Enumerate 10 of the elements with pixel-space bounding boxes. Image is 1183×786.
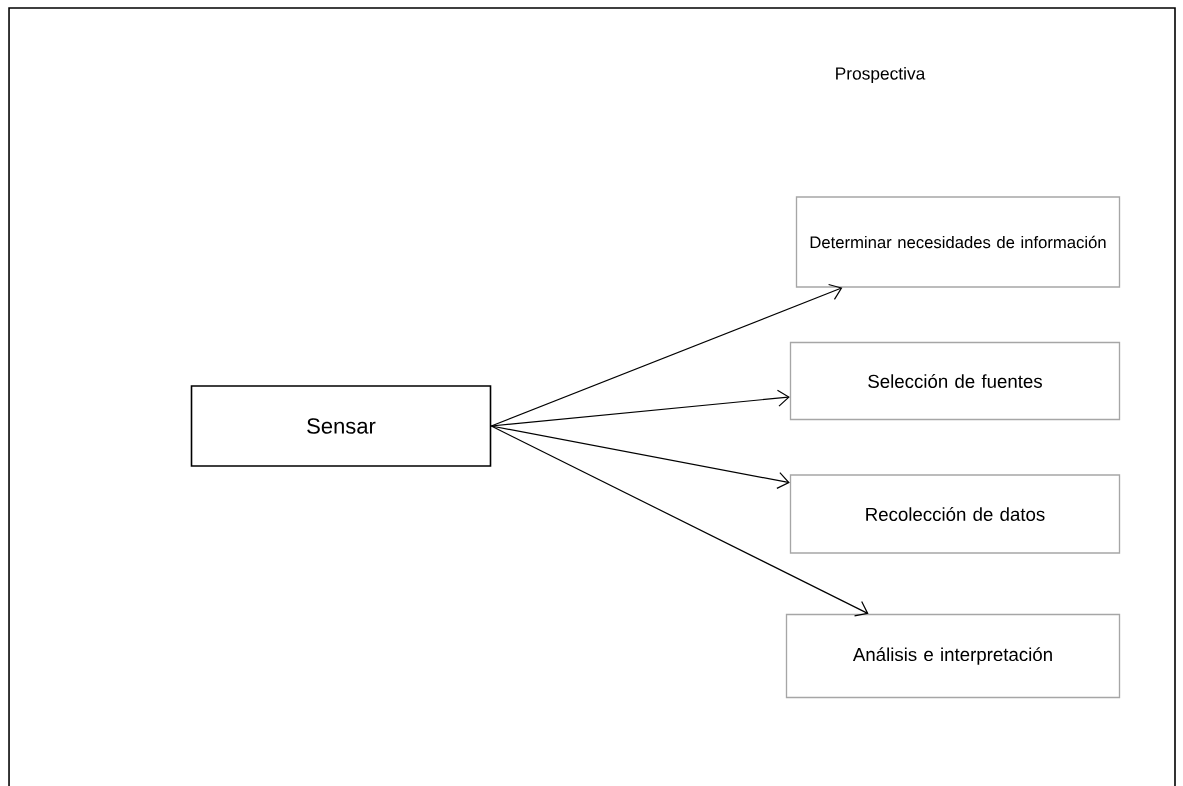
process-box: Selección de fuentes: [789, 341, 1121, 421]
process-box: Determinar necesidades de información: [795, 196, 1121, 288]
process-box: Sensar: [190, 385, 492, 467]
arrow: [490, 425, 790, 489]
process-box: Análisis e interpretación: [785, 613, 1121, 699]
title: Prospectiva: [836, 66, 926, 84]
arrow: [490, 283, 843, 427]
process-box: Recolección de datos: [789, 474, 1121, 554]
arrow: [490, 389, 790, 427]
arrow: [490, 425, 869, 617]
